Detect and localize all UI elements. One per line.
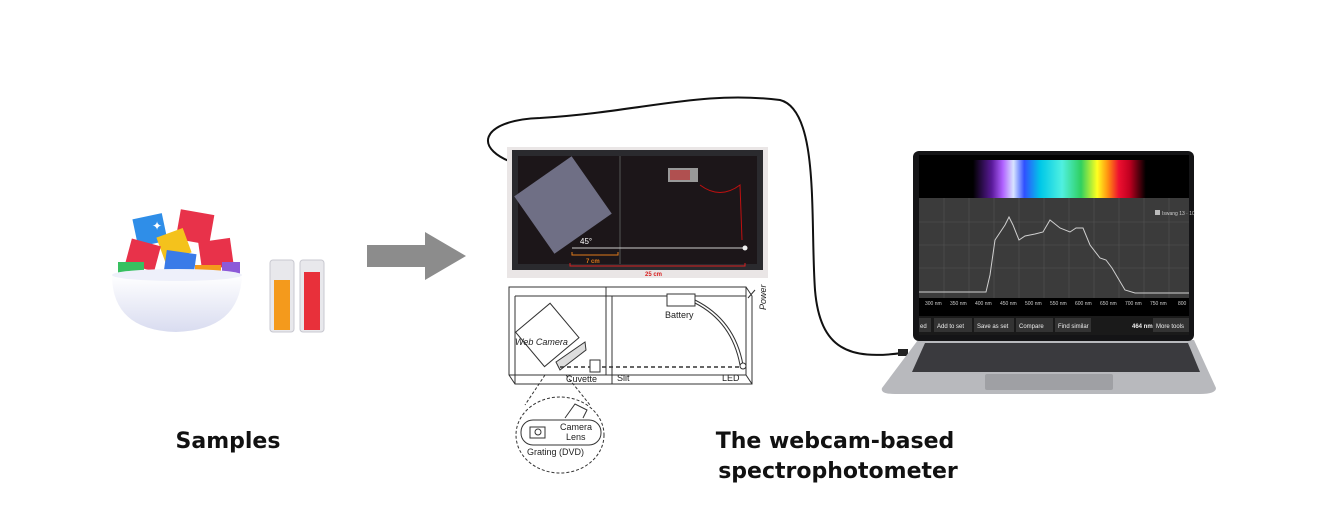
x-tick: 600 nm	[1075, 301, 1092, 307]
spectrum-bar	[919, 160, 1189, 198]
x-tick: 350 nm	[950, 301, 967, 307]
power-label: Power	[758, 283, 768, 310]
save-as-set-button[interactable]: Save as set	[977, 324, 1009, 330]
led-label: LED	[722, 373, 740, 383]
compare-button[interactable]: Compare	[1019, 324, 1044, 330]
grating-label: Grating (DVD)	[527, 447, 584, 457]
add-to-set-button[interactable]: Add to set	[937, 324, 964, 330]
toolbar-button-partial[interactable]: ed	[920, 324, 927, 330]
x-tick: 800	[1178, 301, 1187, 307]
x-tick: 700 nm	[1125, 301, 1142, 307]
chart-legend: Iswang 13 · 10	[1162, 211, 1195, 217]
device-title-line1: The webcam-based	[716, 429, 955, 454]
x-tick: 750 nm	[1150, 301, 1167, 307]
long-distance-label: 25 cm	[645, 272, 662, 278]
x-tick: 300 nm	[925, 301, 942, 307]
candy-bowl-icon: ✦	[112, 209, 242, 332]
short-distance-label: 7 cm	[586, 259, 600, 265]
device-title-line2: spectrophotometer	[718, 459, 958, 484]
web-camera-label: Web Camera	[515, 337, 568, 347]
spectrum-curve	[919, 215, 1189, 294]
camera-lens-label-2: Lens	[566, 432, 586, 442]
samples-label: Samples	[176, 429, 281, 454]
x-tick: 500 nm	[1025, 301, 1042, 307]
find-similar-button[interactable]: Find similar	[1058, 324, 1089, 330]
battery-label: Battery	[665, 310, 694, 320]
laptop: Iswang 13 · 10	[881, 151, 1216, 394]
slit-label: Slit	[617, 373, 630, 383]
x-axis-ticks: 300 nm 350 nm 400 nm 450 nm 500 nm 550 n…	[925, 301, 1187, 307]
x-tick: 450 nm	[1000, 301, 1017, 307]
arrow-right-icon	[367, 232, 466, 280]
x-tick: 400 nm	[975, 301, 992, 307]
x-tick: 650 nm	[1100, 301, 1117, 307]
usb-cable	[487, 96, 903, 356]
wavelength-readout: 464 nm	[1132, 324, 1153, 330]
spectrum-chart	[919, 198, 1189, 298]
device-schematic	[508, 286, 756, 474]
device-photo: 45° 7 cm 25 cm	[507, 147, 768, 278]
cuvette-label: Cuvette	[566, 374, 597, 384]
sparkle-icon: ✦	[152, 219, 162, 233]
angle-label: 45°	[580, 237, 592, 246]
x-tick: 550 nm	[1050, 301, 1067, 307]
more-tools-button[interactable]: More tools	[1156, 324, 1184, 330]
camera-lens-label-1: Camera	[560, 422, 592, 432]
screen-toolbar: ed Add to set Save as set Compare Find s…	[919, 318, 1189, 332]
cuvettes-icon	[269, 259, 325, 333]
